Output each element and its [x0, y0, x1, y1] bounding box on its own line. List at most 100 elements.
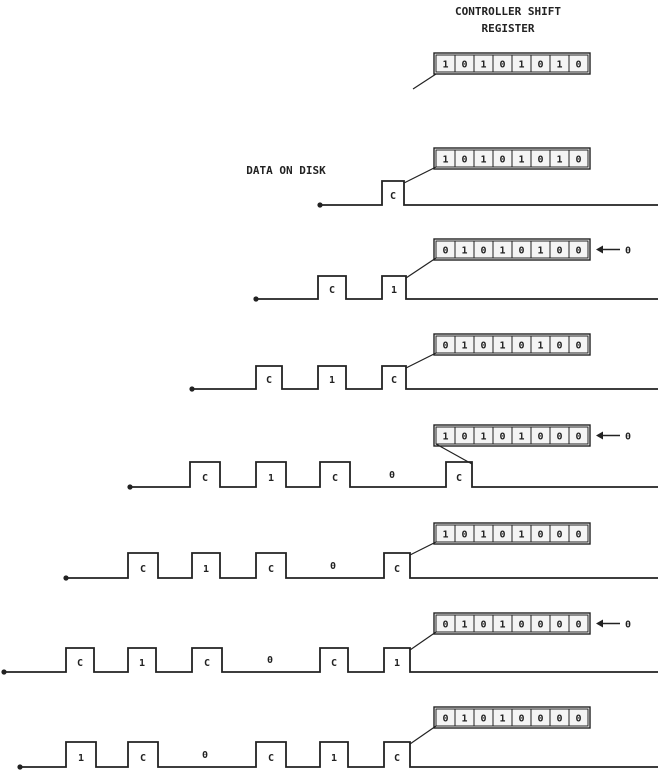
register-frame	[433, 52, 591, 75]
title-line-2: REGISTER	[482, 22, 535, 35]
register-bit: 0	[537, 60, 543, 71]
waveform-line	[66, 552, 658, 579]
gap-label: 0	[389, 470, 395, 481]
register-bit: 1	[461, 341, 467, 352]
register-cell	[568, 149, 589, 168]
waveform-line	[320, 180, 658, 206]
register-frame	[433, 333, 591, 356]
pulse-label: 1	[329, 375, 335, 386]
pulse-label: C	[268, 753, 274, 764]
register-bit: 0	[537, 530, 543, 541]
pulse-label: C	[329, 285, 335, 296]
register-bit: 0	[480, 246, 486, 257]
waveform-line	[4, 647, 658, 673]
register-bit: 1	[537, 341, 543, 352]
leader-line	[405, 352, 437, 369]
pulse-label: C	[268, 564, 274, 575]
register-cell	[568, 614, 589, 633]
register-bit: 0	[575, 246, 581, 257]
register-bit: 1	[442, 432, 448, 443]
waveform-line	[130, 461, 658, 488]
register-bit: 1	[518, 60, 524, 71]
pulse-label: 1	[394, 658, 400, 669]
register-bit: 1	[518, 432, 524, 443]
register-cell	[568, 240, 589, 259]
register-bit: 0	[461, 155, 467, 166]
register-bit: 1	[518, 530, 524, 541]
gap-label: 0	[330, 561, 336, 572]
register-bit: 0	[461, 530, 467, 541]
register-bit: 1	[499, 620, 505, 631]
register-bit: 0	[575, 530, 581, 541]
register-bit: 1	[461, 714, 467, 725]
register-bit: 0	[556, 246, 562, 257]
register-bit: 0	[499, 530, 505, 541]
register-bit: 0	[556, 620, 562, 631]
register-bit: 1	[499, 341, 505, 352]
data-on-disk-label: DATA ON DISK	[246, 164, 326, 177]
register-cell	[568, 708, 589, 727]
leader-line	[409, 631, 437, 651]
register-bit: 0	[499, 432, 505, 443]
register-frame	[433, 522, 591, 545]
register-bit: 1	[442, 530, 448, 541]
register-bit: 0	[537, 155, 543, 166]
pulse-label: 1	[139, 658, 145, 669]
register-bit: 0	[575, 620, 581, 631]
pulse-label: 1	[391, 285, 397, 296]
register-bit: 0	[461, 60, 467, 71]
register-bit: 0	[442, 341, 448, 352]
leader-line	[409, 541, 437, 556]
register-cell	[568, 54, 589, 73]
register-bit: 1	[556, 60, 562, 71]
pulse-label: C	[390, 191, 396, 202]
register-bit: 1	[499, 246, 505, 257]
incoming-arrow: 0	[596, 619, 631, 631]
register-bit: 0	[480, 714, 486, 725]
register-bit: 0	[556, 714, 562, 725]
leader-line	[409, 725, 437, 745]
register-bit: 1	[537, 246, 543, 257]
register-bit: 0	[442, 620, 448, 631]
waveform-line	[192, 365, 658, 390]
pulse-label: C	[394, 564, 400, 575]
register-bit: 0	[442, 246, 448, 257]
register-bit: 0	[537, 620, 543, 631]
pulse-label: 1	[78, 753, 84, 764]
incoming-arrow: 0	[596, 245, 631, 257]
register-bit: 1	[499, 714, 505, 725]
pulse-label: C	[266, 375, 272, 386]
pulse-label: C	[394, 753, 400, 764]
pulse-label: C	[456, 473, 462, 484]
register-bit: 0	[518, 341, 524, 352]
incoming-bit: 0	[625, 620, 631, 631]
register-bit: 0	[499, 60, 505, 71]
gap-label: 0	[202, 750, 208, 761]
pulse-label: 1	[268, 473, 274, 484]
register-bit: 0	[556, 432, 562, 443]
leader-line	[403, 166, 437, 184]
register-bit: 1	[480, 432, 486, 443]
register-bit: 0	[499, 155, 505, 166]
register-frame	[433, 238, 591, 261]
pulse-label: C	[331, 658, 337, 669]
register-bit: 0	[556, 530, 562, 541]
pulse-label: 1	[203, 564, 209, 575]
pulse-label: C	[77, 658, 83, 669]
pulse-label: C	[204, 658, 210, 669]
register-bit: 1	[556, 155, 562, 166]
register-bit: 0	[480, 620, 486, 631]
register-bit: 0	[461, 432, 467, 443]
pulse-label: C	[202, 473, 208, 484]
register-bit: 0	[537, 432, 543, 443]
leader-line	[405, 257, 437, 279]
register-bit: 0	[556, 341, 562, 352]
pulse-label: 1	[331, 753, 337, 764]
register-cell	[568, 426, 589, 445]
